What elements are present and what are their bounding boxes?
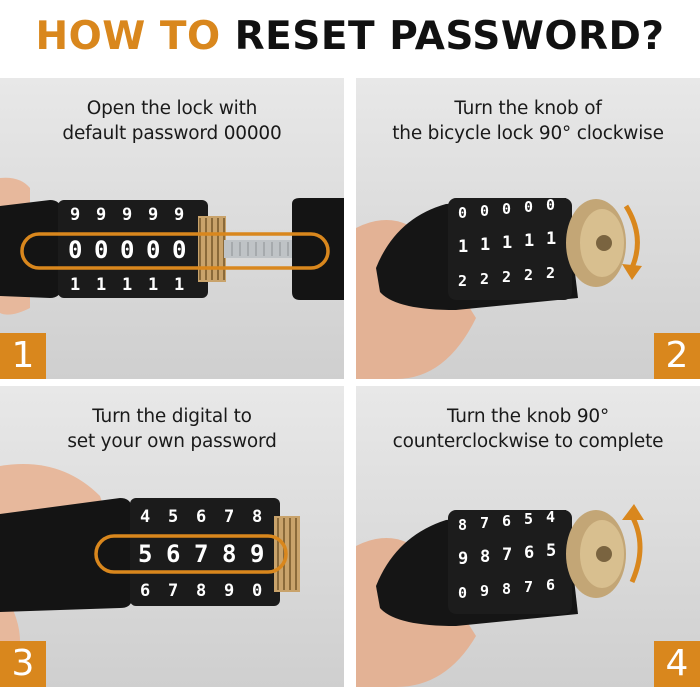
caption-line-1: Turn the digital to [92,406,252,427]
dial-digit: 9 [250,540,264,568]
dial-digit: 1 [480,235,490,255]
dial-digit: 0 [172,236,186,264]
dial-digit: 1 [502,233,512,253]
title-accent: HOW TO [35,13,221,59]
dial-digit: 8 [458,516,467,534]
step-number-badge: 4 [654,641,700,687]
dial-digit: 2 [458,272,467,290]
dial-digit: 5 [546,541,556,561]
curved-arrow-down-icon [622,204,642,280]
dial-digit: 4 [546,508,555,526]
dial-digit: 0 [252,581,262,601]
dial-digit: 9 [122,205,132,225]
step-number-badge: 2 [654,333,700,379]
dial-digit: 2 [502,268,511,286]
lock-illustration-open: 9 9 9 9 9 0 0 0 0 0 1 1 1 1 1 [0,177,344,315]
dial-digit: 2 [524,266,533,284]
dial-digit: 8 [222,540,236,568]
dial-digit: 0 [146,236,160,264]
dial-digit: 8 [196,581,206,601]
dial-digit: 8 [502,580,511,598]
step-caption: Turn the knob 90° counterclockwise to co… [356,404,700,454]
caption-line-2: counterclockwise to complete [392,431,664,452]
dial-digit: 1 [174,275,184,295]
dial-digit: 6 [166,540,180,568]
highlight-frame [94,534,288,574]
dial-digit: 1 [458,237,468,257]
dial-digit: 7 [480,514,489,532]
step-number-badge: 3 [0,641,46,687]
dial-digit: 0 [68,236,82,264]
lock-illustration-rotate-counterclockwise: 8 7 6 5 4 9 8 7 6 5 0 9 8 7 6 [356,504,644,687]
dial-digit: 7 [224,507,234,527]
dial-digit: 6 [524,543,534,563]
dial-digit: 1 [524,231,534,251]
step-caption: Turn the digital to set your own passwor… [0,404,344,454]
dial-digit: 7 [502,545,512,565]
step-panel-2: 0 0 0 0 0 1 1 1 1 1 2 2 2 2 2 Tu [356,78,700,379]
dial-digit: 4 [140,507,150,527]
dial-digit: 0 [458,204,467,222]
dial-digit: 9 [70,205,80,225]
dial-digit: 1 [96,275,106,295]
dial-digit: 9 [148,205,158,225]
dial-digit: 0 [546,196,555,214]
dial-digit: 7 [194,540,208,568]
dial-digit: 0 [94,236,108,264]
dial-digit: 9 [96,205,106,225]
dial-digit: 6 [546,576,555,594]
dial-digit: 2 [546,264,555,282]
dial-digit: 6 [196,507,206,527]
caption-line-2: set your own password [67,431,277,452]
dial-digit: 7 [524,578,533,596]
dial-digit: 8 [480,547,490,567]
dial-digit: 9 [458,549,468,569]
dial-digit: 6 [502,512,511,530]
page-title: HOW TO RESET PASSWORD? [0,0,700,72]
title-main: RESET PASSWORD? [234,13,665,59]
step-panel-3: 4 5 6 7 8 5 6 7 8 9 6 7 8 9 0 Turn the d… [0,386,344,687]
dial-digit: 7 [168,581,178,601]
highlight-frame [20,232,330,270]
caption-line-1: Turn the knob 90° [446,406,610,427]
step-caption: Turn the knob of the bicycle lock 90° cl… [356,96,700,146]
step-number-badge: 1 [0,333,46,379]
dial-digit: 6 [140,581,150,601]
dial-digit: 2 [480,270,489,288]
dial-digit: 5 [524,510,533,528]
dial-digit: 0 [524,198,533,216]
dial-digit: 0 [502,200,511,218]
dial-digit: 0 [120,236,134,264]
dial-digit: 1 [546,229,556,249]
dial-digit: 1 [122,275,132,295]
step-panel-1: 9 9 9 9 9 0 0 0 0 0 1 1 1 1 1 Open the l… [0,78,344,379]
dial-digit: 5 [138,540,152,568]
dial-digit: 8 [252,507,262,527]
dial-digit: 0 [458,584,467,602]
step-panel-4: 8 7 6 5 4 9 8 7 6 5 0 9 8 7 6 Tu [356,386,700,687]
dial-digit: 5 [168,507,178,527]
lock-illustration-rotate-clockwise: 0 0 0 0 0 1 1 1 1 1 2 2 2 2 2 [356,196,642,379]
curved-arrow-up-icon [622,504,644,584]
dial-digit: 0 [480,202,489,220]
dial-digit: 1 [70,275,80,295]
caption-line-1: Turn the knob of [454,98,602,119]
step-caption: Open the lock with default password 0000… [0,96,344,146]
caption-line-1: Open the lock with [86,98,258,119]
dial-digit: 9 [224,581,234,601]
caption-line-2: default password 00000 [62,123,282,144]
dial-digit: 9 [480,582,489,600]
dial-digit: 9 [174,205,184,225]
lock-illustration-set-digits: 4 5 6 7 8 5 6 7 8 9 6 7 8 9 0 [0,464,300,687]
dial-digit: 1 [148,275,158,295]
caption-line-2: the bicycle lock 90° clockwise [392,123,664,144]
